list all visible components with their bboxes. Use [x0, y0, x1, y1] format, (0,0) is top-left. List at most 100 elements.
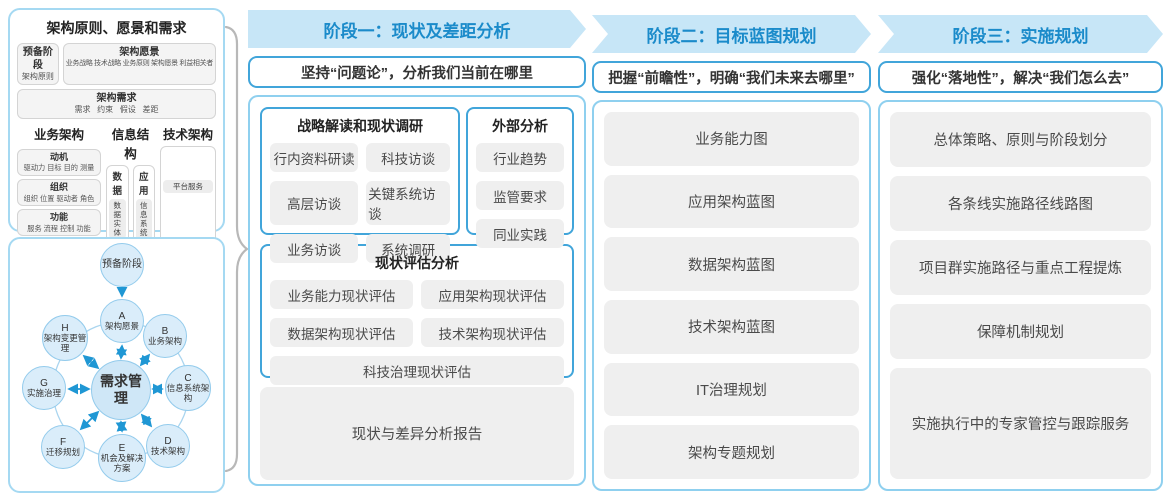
technology-architecture-header: 技术架构	[162, 127, 213, 142]
program-path-card: 项目群实施路径与重点工程提炼	[890, 239, 1151, 295]
phase-2-subtitle-box: 把握“前瞻性”，明确“我们未来去哪里”	[592, 61, 871, 93]
function-box: 功能 服务 流程 控制 功能	[17, 208, 101, 236]
vision-title: 架构愿景	[119, 47, 160, 58]
business-architecture-column: 业务架构 动机 驱动力 目标 目的 测量 组织 组织 位置 驱动者 角色 功能 …	[17, 124, 101, 382]
node-a-label: 架构愿景	[104, 320, 139, 331]
prep-circle-label: 预备阶段	[102, 259, 142, 271]
phase-3-subtitle-box: 强化“落地性”，解决“我们怎么去”	[878, 61, 1163, 93]
vision-sub: 业务战略 技术战略 业务原则 架构愿景 利益相关者	[65, 60, 214, 67]
prep-phase-sub: 架构原则	[21, 72, 54, 81]
node-b-label: 业务架构	[147, 335, 182, 346]
internal-material-chip: 行内资料研读	[270, 143, 359, 172]
node-g-label: 实施治理	[26, 387, 61, 398]
prep-phase-box: 预备阶段 架构原则	[17, 43, 59, 86]
architecture-topic-plan-card: 架构专题规划	[604, 425, 859, 480]
phase-2-column: 阶段二：目标蓝图规划 把握“前瞻性”，明确“我们未来去哪里” 业务能力图 应用架…	[592, 10, 871, 491]
application-blueprint-card: 应用架构蓝图	[604, 174, 859, 229]
node-a-circle: A 架构愿景	[100, 299, 144, 343]
phase-1-subtitle: 坚持“问题论”，分析我们当前在哪里	[301, 65, 533, 82]
grouping-brace	[224, 26, 249, 472]
adm-cycle-panel: 预备阶段 A 架构愿景 B 业务架构 C 信息系统架构 D 技术架构 E 机会及…	[8, 237, 225, 493]
phase-2-content: 业务能力图 应用架构蓝图 数据架构蓝图 技术架构蓝图 IT治理规划 架构专题规划	[592, 100, 871, 491]
phase-1-header-band: 阶段一：现状及差距分析	[248, 10, 586, 48]
gap-analysis-report-label: 现状与差异分析报告	[351, 427, 483, 443]
peer-practice-chip: 同业实践	[476, 219, 564, 248]
arrow-b	[139, 353, 151, 367]
architecture-principles-panel: 架构原则、愿景和需求 预备阶段 架构原则 架构愿景 业务战略 技术战略 业务原则…	[8, 8, 225, 426]
platform-service-chip: 平台服务	[163, 179, 213, 193]
organization-box: 组织 组织 位置 驱动者 角色	[17, 178, 101, 206]
expert-tracking-service-card: 实施执行中的专家管控与跟踪服务	[890, 367, 1151, 480]
governance-assessment-chip: 科技治理现状评估	[270, 356, 564, 385]
node-g-circle: G 实施治理	[22, 366, 66, 410]
data-blueprint-card: 数据架构蓝图	[604, 237, 859, 292]
node-b-letter: B	[161, 325, 169, 337]
assessment-group: 现状评估分析 业务能力现状评估 应用架构现状评估 数据架构现状评估 技术架构现状…	[260, 244, 574, 385]
strategy-research-title: 战略解读和现状调研	[297, 118, 424, 134]
it-governance-plan-card: IT治理规划	[604, 362, 859, 417]
phase-3-column: 阶段三：实施规划 强化“落地性”，解决“我们怎么去” 总体策略、原则与阶段划分 …	[878, 10, 1163, 491]
phase-1-header: 阶段一：现状及差距分析	[323, 21, 511, 41]
node-e-circle: E 机会及解决方案	[98, 434, 146, 482]
node-c-circle: C 信息系统架构	[165, 365, 211, 411]
phase-2-subtitle: 把握“前瞻性”，明确“我们未来去哪里”	[608, 70, 855, 87]
business-architecture-header: 业务架构	[33, 127, 84, 142]
function-sub: 服务 流程 控制 功能	[27, 223, 91, 233]
arrow-a	[115, 344, 128, 360]
gap-analysis-report-card: 现状与差异分析报告	[260, 387, 574, 480]
panel-title: 架构原则、愿景和需求	[46, 20, 187, 36]
architecture-requirements-box: 架构需求 需求 约束 假设 差距	[17, 89, 216, 119]
business-interview-chip: 业务访谈	[270, 234, 359, 263]
node-c-letter: C	[184, 372, 192, 384]
node-c-label: 信息系统架构	[166, 383, 210, 403]
external-analysis-title: 外部分析	[492, 118, 549, 134]
prep-phase-circle: 预备阶段	[100, 243, 144, 287]
data-assessment-chip: 数据架构现状评估	[270, 318, 413, 347]
safeguard-mechanism-card: 保障机制规划	[890, 303, 1151, 359]
node-d-label: 技术架构	[150, 445, 185, 456]
regulatory-chip: 监管要求	[476, 181, 564, 210]
information-structure-header: 信息结构	[111, 127, 150, 161]
implementation-roadmap-card: 各条线实施路径线路图	[890, 175, 1151, 231]
node-f-letter: F	[59, 436, 67, 448]
phase-2-header: 阶段二：目标蓝图规划	[646, 26, 817, 46]
phase-3-subtitle: 强化“落地性”，解决“我们怎么去”	[911, 70, 1130, 87]
assessment-title: 现状评估分析	[375, 255, 459, 271]
arrow-h	[82, 354, 100, 370]
node-f-label: 迁移规划	[45, 446, 80, 457]
phase-3-header-band: 阶段三：实施规划	[878, 15, 1163, 53]
phase-3-content: 总体策略、原则与阶段划分 各条线实施路径线路图 项目群实施路径与重点工程提炼 保…	[878, 100, 1163, 491]
node-g-letter: G	[40, 377, 48, 389]
application-header: 应用	[138, 171, 149, 197]
node-h-label: 架构变更管理	[43, 333, 87, 353]
requirements-sub: 需求 约束 假设 差距	[74, 105, 159, 115]
motivation-title: 动机	[49, 151, 68, 162]
executive-interview-chip: 高层访谈	[270, 181, 359, 225]
strategy-research-group: 战略解读和现状调研 行内资料研读 科技访谈 高层访谈 关键系统访谈 业务访谈 系…	[260, 107, 461, 263]
arrow-d	[140, 413, 153, 428]
technology-assessment-chip: 技术架构现状评估	[421, 318, 564, 347]
node-h-letter: H	[61, 322, 69, 334]
function-title: 功能	[49, 211, 68, 222]
node-e-letter: E	[118, 442, 126, 454]
system-research-chip: 系统调研	[366, 234, 451, 263]
node-b-circle: B 业务架构	[143, 314, 187, 358]
node-f-circle: F 迁移规划	[41, 425, 85, 469]
tech-interview-chip: 科技访谈	[366, 143, 451, 172]
application-assessment-chip: 应用架构现状评估	[421, 280, 564, 309]
node-a-letter: A	[118, 310, 126, 322]
industry-trend-chip: 行业趋势	[476, 143, 564, 172]
phase-3-header: 阶段三：实施规划	[952, 26, 1089, 46]
organization-title: 组织	[49, 181, 68, 192]
key-system-interview-chip: 关键系统访谈	[366, 181, 451, 225]
organization-sub: 组织 位置 驱动者 角色	[23, 193, 95, 203]
business-capability-map-card: 业务能力图	[604, 112, 859, 166]
motivation-box: 动机 驱动力 目标 目的 测量	[17, 148, 101, 176]
overall-strategy-card: 总体策略、原则与阶段划分	[890, 112, 1151, 167]
external-analysis-group: 外部分析 行业趋势 监管要求 同业实践	[466, 107, 574, 248]
business-capability-assessment-chip: 业务能力现状评估	[270, 280, 413, 309]
architecture-vision-box: 架构愿景 业务战略 技术战略 业务原则 架构愿景 利益相关者	[62, 43, 216, 86]
requirements-management-label: 需求管理	[100, 372, 142, 407]
technology-blueprint-card: 技术架构蓝图	[604, 300, 859, 354]
